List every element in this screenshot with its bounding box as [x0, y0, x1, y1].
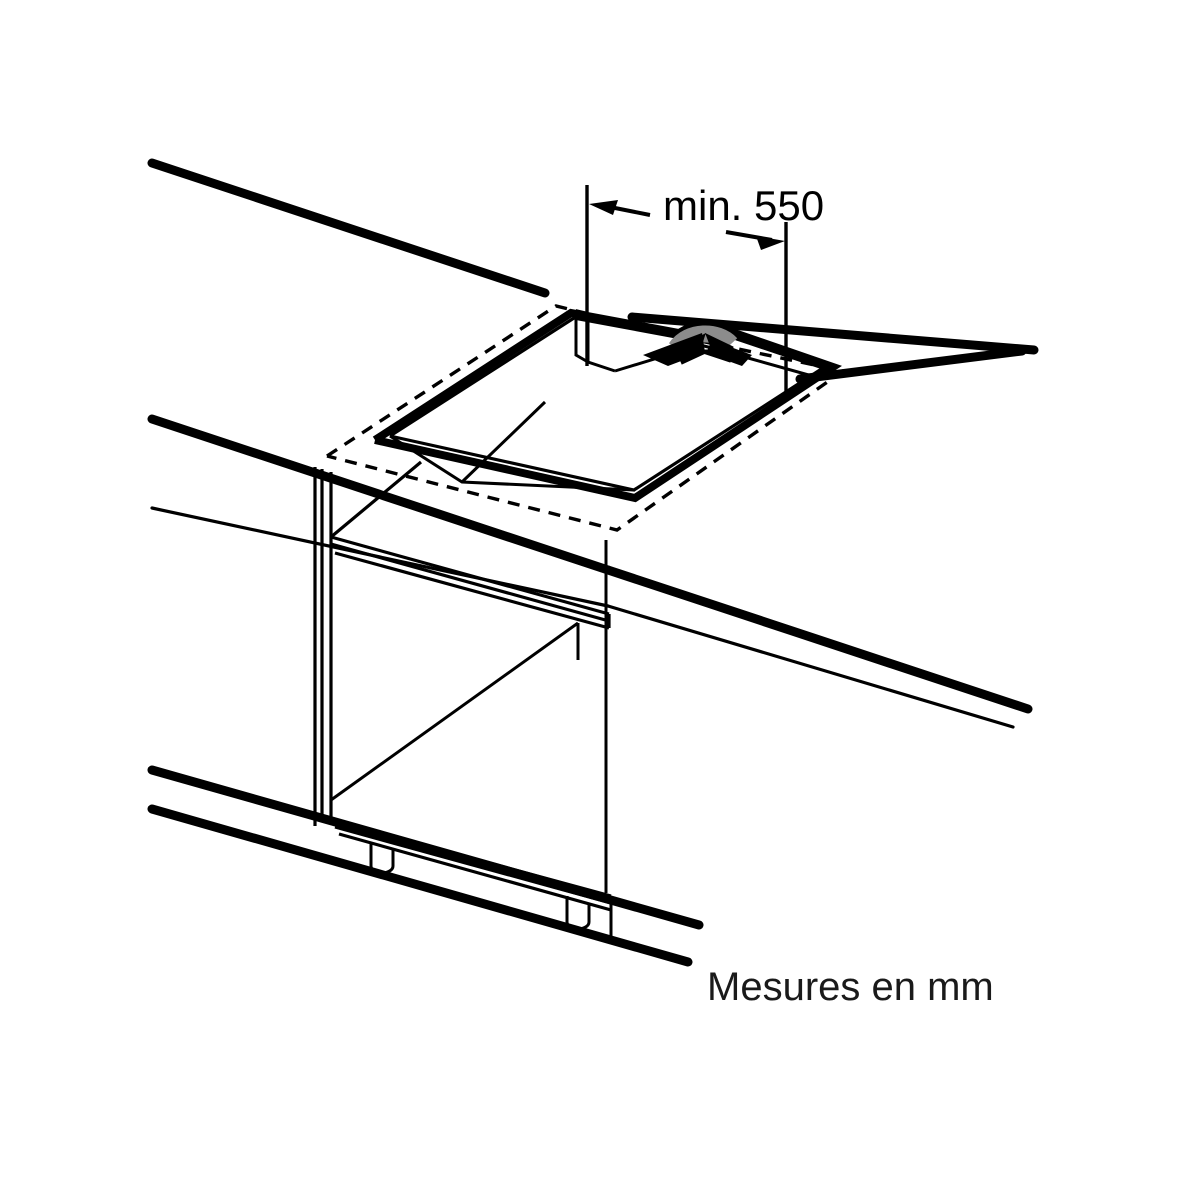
dimension-min-550: min. 550: [585, 182, 824, 395]
cabinet-top-rail: [329, 460, 611, 630]
worktop-rear-edge-left: [147, 158, 550, 298]
floor-line-upper: [147, 765, 704, 930]
cabinet-top-rail-front-2: [330, 542, 610, 623]
worktop-front-edge-right: [603, 565, 1033, 714]
floor-line-lower: [147, 804, 693, 967]
worktop-underside-right: [606, 604, 1015, 729]
floor-lines: [147, 765, 704, 967]
airflow-tail-right: [706, 340, 752, 366]
cutout-inner-diagonal: [460, 400, 547, 484]
dimension-label: min. 550: [663, 182, 824, 229]
airflow-tail-left: [643, 333, 705, 366]
dimension-arrowhead-right: [756, 236, 785, 250]
dimension-arrowhead-left: [589, 200, 618, 215]
cabinet-left-panel: [313, 467, 333, 820]
cabinet-top-rail-back-left: [329, 460, 423, 539]
cabinet-top-rail-front: [330, 535, 610, 616]
cabinet-interior: [330, 540, 613, 940]
airflow-arrow: [643, 325, 752, 366]
units-note: Mesures en mm: [707, 965, 994, 1009]
cutout-notch-side: [574, 318, 589, 364]
cabinet-back-diagonal: [330, 621, 579, 802]
cabinet-top-rail-front-3: [334, 551, 610, 630]
